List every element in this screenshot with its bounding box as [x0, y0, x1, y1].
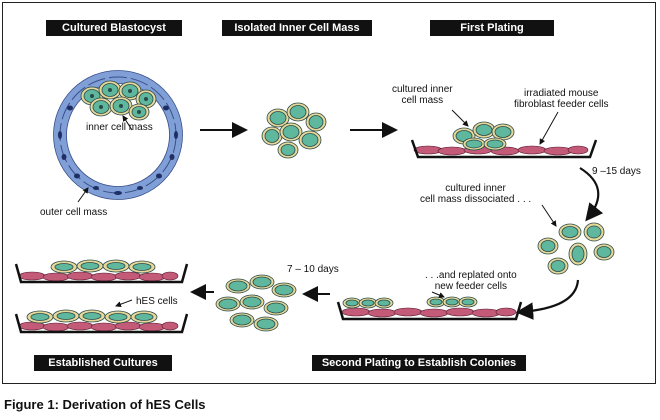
hes-cells-pointer	[115, 299, 133, 308]
outer-cell-mass-pointer	[77, 187, 89, 203]
hes-colonies-cluster	[215, 274, 297, 332]
label-hes-cells: hES cells	[136, 296, 178, 307]
label-7-10-days: 7 – 10 days	[287, 264, 339, 275]
header-isolated-icm: Isolated Inner Cell Mass	[222, 20, 372, 36]
label-outer-cell-mass: outer cell mass	[40, 207, 108, 218]
arrow-to-dissociation	[579, 167, 604, 222]
blastocyst-illustration	[53, 70, 183, 200]
inner-cell-mass-pointer	[122, 115, 133, 131]
label-replated-line2: new feeder cells	[434, 281, 507, 292]
dissociated-cells	[537, 222, 615, 275]
label-feeder-cells-line2: fibroblast feeder cells	[514, 99, 609, 110]
header-established-cultures: Established Cultures	[34, 355, 172, 371]
dissociated-pointer	[541, 204, 557, 227]
isolated-icm-illustration	[261, 102, 327, 159]
label-inner-cell-mass: inner cell mass	[86, 122, 153, 133]
label-9-15-days: 9 –15 days	[592, 166, 641, 177]
label-feeder-cells: irradiated mouse fibroblast feeder cells	[514, 88, 609, 110]
label-dissociated-line2: cell mass dissociated . . .	[420, 194, 532, 205]
label-feeder-cells-line1: irradiated mouse	[524, 88, 599, 99]
arrow-to-replating	[515, 279, 580, 320]
label-cultured-icm-line2: cell mass	[401, 95, 444, 106]
label-dissociated: cultured inner cell mass dissociated . .…	[420, 183, 531, 205]
feeder-cells-pointer	[539, 111, 559, 145]
label-dissociated-line1: cultured inner	[445, 183, 506, 194]
established-dish-top	[14, 259, 189, 284]
label-cultured-icm-line1: cultured inner	[392, 84, 453, 95]
label-replated-line1: . . .and replated onto	[425, 270, 517, 281]
header-first-plating: First Plating	[430, 20, 554, 36]
figure-caption: Figure 1: Derivation of hES Cells	[4, 397, 206, 412]
second-plating-dish	[336, 296, 523, 321]
header-cultured-blastocyst: Cultured Blastocyst	[46, 20, 182, 36]
cultured-icm-pointer	[451, 109, 469, 127]
label-cultured-icm: cultured inner cell mass	[392, 84, 453, 106]
established-dish-bottom	[14, 309, 189, 334]
label-replated: . . .and replated onto new feeder cells	[425, 270, 517, 292]
replated-pointer	[431, 291, 445, 298]
first-plating-dish	[410, 121, 598, 159]
header-second-plating: Second Plating to Establish Colonies	[312, 355, 526, 371]
